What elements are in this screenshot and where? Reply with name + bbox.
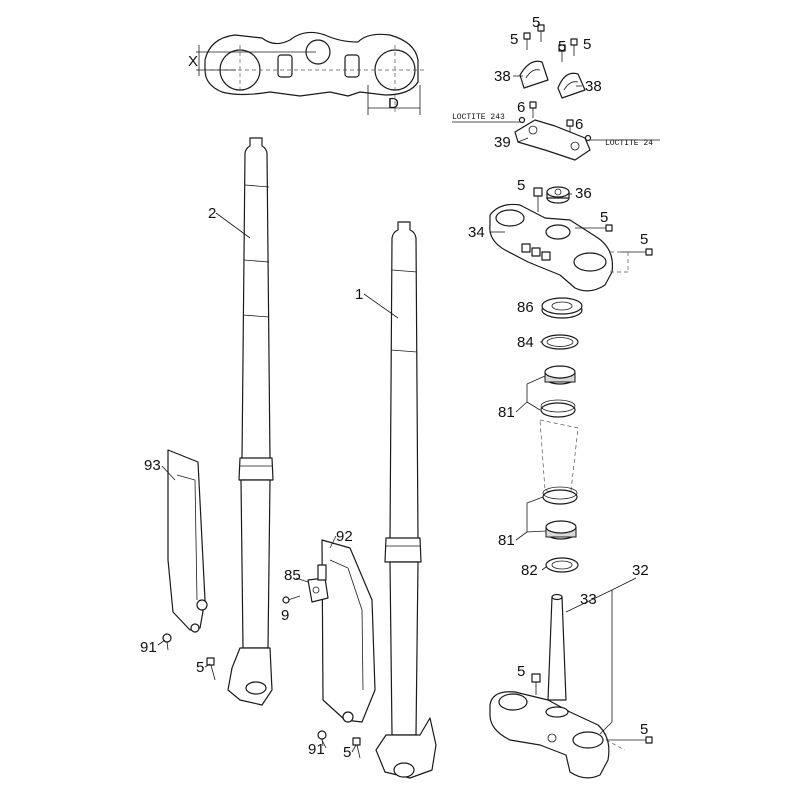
callout-5-clamp-upper: 5 [600, 209, 608, 226]
ring-84 [541, 334, 579, 350]
screws-6 [518, 101, 592, 142]
callout-84: 84 [517, 334, 534, 351]
callout-5-left: 5 [196, 659, 204, 676]
clamp-bolt-5-lower [605, 736, 653, 751]
callout-81-lower: 81 [498, 532, 515, 549]
steering-stem-33 [547, 593, 567, 701]
fork-guard-92 [321, 539, 376, 723]
bearing-81-lower [542, 486, 578, 540]
callout-38-right: 38 [585, 78, 602, 95]
handlebar-clamp-38-right [557, 72, 586, 99]
fork-leg-2 [227, 137, 274, 706]
bearing-81-upper [540, 365, 576, 418]
callout-5-stem: 5 [517, 663, 525, 680]
callout-32: 32 [632, 562, 649, 579]
callout-5-top-d: 5 [583, 36, 591, 53]
callout-85: 85 [284, 567, 301, 584]
callout-2: 2 [208, 205, 216, 222]
callout-6-left: 6 [517, 99, 525, 116]
callout-91-left: 91 [140, 639, 157, 656]
callout-5-clamp-lower: 5 [640, 721, 648, 738]
callout-5-nut: 5 [517, 177, 525, 194]
fork-guard-93 [167, 449, 208, 633]
lower-triple-clamp-32 [489, 673, 610, 779]
callout-82: 82 [521, 562, 538, 579]
callout-5-clamp-side: 5 [640, 231, 648, 248]
callout-6-right: 6 [575, 116, 583, 133]
clamp-base-39 [514, 119, 591, 161]
upper-triple-clamp-34 [489, 187, 614, 292]
callout-5-mid: 5 [343, 744, 351, 761]
callout-5-top-b: 5 [510, 31, 518, 48]
seal-82 [545, 557, 579, 573]
bracket-85 [282, 564, 329, 604]
steering-nut-36 [546, 186, 570, 204]
callout-5-top-a: 5 [532, 14, 540, 31]
callout-34: 34 [468, 224, 485, 241]
callout-labels: 2 1 93 92 85 9 91 5 91 5 5 5 5 5 38 38 6… [140, 14, 649, 761]
callout-36: 36 [575, 185, 592, 202]
clamp-bolts-5-upper [575, 224, 653, 273]
callout-38-left: 38 [494, 68, 511, 85]
triple-clamp-detail: X D [188, 31, 425, 115]
handlebar-clamp-38-left [519, 60, 549, 89]
loctite-24-label-right: LOCTITE 24 [605, 139, 653, 148]
callout-86: 86 [517, 299, 534, 316]
dimension-x-label: X [188, 53, 198, 70]
dust-seal-86 [541, 297, 583, 319]
callout-1: 1 [355, 286, 363, 303]
leader-lines [157, 75, 637, 753]
screw-9 [282, 595, 301, 604]
dimension-d-label: D [388, 95, 399, 112]
callout-92: 92 [336, 528, 353, 545]
callout-81-upper: 81 [498, 404, 515, 421]
callout-93: 93 [144, 457, 161, 474]
head-tube-outline [539, 419, 579, 501]
screws-5-top [523, 24, 578, 62]
fork-leg-1 [375, 221, 437, 779]
callout-9: 9 [281, 607, 289, 624]
bolts-lower-left [162, 633, 361, 759]
callout-33: 33 [580, 591, 597, 608]
callout-5-top-c: 5 [558, 38, 566, 55]
loctite-243-label-left: LOCTITE 243 [452, 113, 505, 122]
callout-39: 39 [494, 134, 511, 151]
callout-91-right: 91 [308, 741, 325, 758]
